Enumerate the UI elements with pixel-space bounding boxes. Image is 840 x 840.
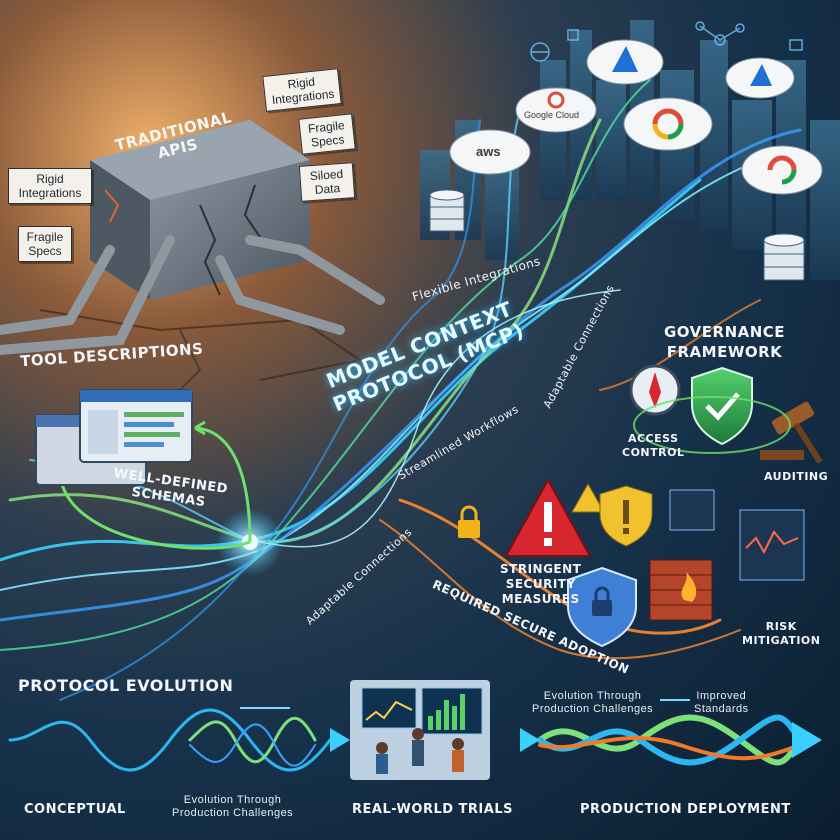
arrow-right-icon [792,722,822,758]
security-measures-label: STRINGENT SECURITY MEASURES [500,562,581,607]
risk-line-1: RISK [765,620,797,633]
tag-fragile-specs-top: Fragile Specs [298,113,356,155]
padlock-icon-small [458,505,480,538]
access-control-label: ACCESS CONTROL [622,432,684,460]
access-line-1: ACCESS [627,432,679,445]
tool-window-front [79,389,193,463]
google-cloud-small [515,87,597,133]
note-1-line-1: Evolution Through [183,794,282,806]
stage-production-deployment: PRODUCTION DEPLOYMENT [580,802,791,817]
firewall-icon [649,559,713,621]
auditing-label: AUDITING [764,470,829,483]
mcp-flow-streams [0,79,802,701]
stage-real-world-trials: REAL-WORLD TRIALS [352,802,513,817]
network-icons [530,21,803,62]
tag-rigid-integrations-left: Rigid Integrations [8,168,92,204]
monitor-icon [669,489,805,581]
risk-mitigation-label: RISK MITIGATION [742,620,820,648]
database-icon-right [763,233,805,281]
yellow-shield-icon [599,485,653,547]
evolution-note-1: Evolution Through Production Challenges [172,794,293,820]
shield-check-icon [691,366,753,446]
google-cloud-logo-text: Google Cloud [524,110,580,120]
security-line-3: MEASURES [501,592,580,606]
legacy-pipes [0,235,385,355]
azure-cloud-2 [725,57,795,99]
access-line-2: CONTROL [622,446,685,459]
security-line-2: SECURITY [505,577,576,591]
evolution-note-3: Improved Standards [694,690,749,716]
aws-logo-text: aws [476,144,501,159]
governance-line-1: GOVERNANCE [664,323,786,341]
protocol-evolution-heading: PROTOCOL EVOLUTION [18,676,234,695]
governance-line-2: FRAMEWORK [666,343,783,361]
shield-lock-icon [567,566,637,648]
note-2-line-1: Evolution Through [543,690,642,702]
trials-scene [350,680,490,780]
database-icon-left [429,189,465,232]
aws-cloud [449,129,531,175]
secure-adoption-flow [379,299,761,660]
note-2-line-2: Production Challenges [532,703,654,715]
azure-cloud [586,39,664,85]
arrow-right-icon-2 [330,728,350,752]
note-1-line-2: Production Challenges [172,807,294,819]
governance-cycle [633,396,791,454]
schema-links [58,420,252,550]
tag-fragile-specs-left: Fragile Specs [18,226,72,262]
tag-siloed-data: Siloed Data [298,162,356,202]
governance-heading: GOVERNANCE FRAMEWORK [664,322,785,362]
security-line-1: STRINGENT [500,562,582,576]
risk-line-2: MITIGATION [742,634,821,647]
note-3-line-2: Standards [694,703,749,715]
traditional-api-box [90,120,310,300]
note-3-line-1: Improved [696,690,747,702]
small-warning-icon [571,482,605,513]
warning-triangle-icon [504,477,592,557]
evolution-note-2: Evolution Through Production Challenges [532,690,653,716]
google-cloud-large [623,97,713,151]
google-cloud-right [741,145,823,195]
arrow-right-icon-3 [520,728,540,752]
gavel-icon [760,401,823,464]
evolution-waves [8,708,803,772]
stage-conceptual: CONCEPTUAL [24,802,126,817]
